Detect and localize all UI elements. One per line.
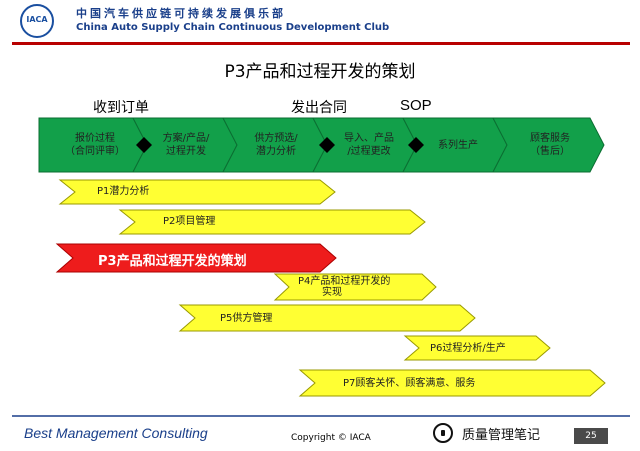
page-title: P3产品和过程开发的策划 <box>224 62 416 82</box>
stage-label-5: 系列生产 <box>418 139 498 152</box>
club-name-en: China Auto Supply Chain Continuous Devel… <box>76 22 390 33</box>
stage-2-line1: 方案/产品/ <box>162 133 210 144</box>
page-number: 25 <box>574 428 608 444</box>
stage-4-line1: 导入、产品 <box>344 133 394 144</box>
stage-label-1: 报价过程 （合同评审） <box>50 132 140 158</box>
process-label-p4: P4产品和过程开发的 实现 <box>298 276 423 298</box>
stage-label-4: 导入、产品 /过程更改 <box>328 132 410 158</box>
stage-chevron-6 <box>492 117 605 173</box>
footer-copyright: Copyright © IACA <box>291 433 371 443</box>
footer-company: Best Management Consulting <box>24 425 208 441</box>
milestone-diamond-1 <box>136 137 152 153</box>
header-divider <box>12 42 630 45</box>
process-label-p4-line2: 实现 <box>322 287 342 298</box>
club-name-cn: 中国汽车供应链可持续发展俱乐部 <box>76 7 286 20</box>
stage-1-line1: 报价过程 <box>75 133 115 144</box>
process-bar-p7 <box>298 369 606 397</box>
slide-header: IACA 中国汽车供应链可持续发展俱乐部 China Auto Supply C… <box>0 0 640 45</box>
stage-2-line2: 过程开发 <box>166 146 206 157</box>
stage-label-3: 供方预选/ 潜力分析 <box>235 132 317 158</box>
watermark-text: 质量管理笔记 <box>462 428 541 443</box>
process-bar-p3 <box>55 243 337 273</box>
stage-label-2: 方案/产品/ 过程开发 <box>145 132 227 158</box>
process-label-p2: P2项目管理 <box>163 216 216 227</box>
milestone-diamond-3 <box>408 137 424 153</box>
stage-3-line1: 供方预选/ <box>254 133 298 144</box>
process-bar-p4 <box>273 273 437 301</box>
process-label-p7: P7顾客关怀、顾客满意、服务 <box>343 378 476 389</box>
process-label-p6: P6过程分析/生产 <box>430 343 506 354</box>
milestone-sop: SOP <box>400 97 432 114</box>
process-label-p5: P5供方管理 <box>220 313 273 324</box>
process-bar-p1 <box>58 179 336 205</box>
stage-6-line2: （售后） <box>530 146 570 157</box>
stage-6-line1: 顾客服务 <box>530 133 570 144</box>
stage-label-6: 顾客服务 （售后） <box>506 132 594 158</box>
stage-5-line1: 系列生产 <box>438 140 478 151</box>
process-bar-p5 <box>178 304 476 332</box>
process-bar-p6 <box>403 335 551 361</box>
process-bar-p2 <box>118 209 426 235</box>
stage-3-line2: 潜力分析 <box>256 146 296 157</box>
milestone-diamond-2 <box>319 137 335 153</box>
process-label-p4-line1: P4产品和过程开发的 <box>298 276 391 287</box>
milestone-order-received: 收到订单 <box>93 100 149 116</box>
stage-4-line2: /过程更改 <box>347 146 391 157</box>
milestone-contract-issued: 发出合同 <box>291 100 347 116</box>
logo-text: IACA <box>26 15 48 24</box>
process-label-p1: P1潜力分析 <box>97 186 150 197</box>
stage-1-line2: （合同评审） <box>65 146 125 157</box>
iaca-logo-icon: IACA <box>20 4 54 38</box>
process-label-p3: P3产品和过程开发的策划 <box>98 254 247 269</box>
watermark-icon <box>433 423 453 443</box>
